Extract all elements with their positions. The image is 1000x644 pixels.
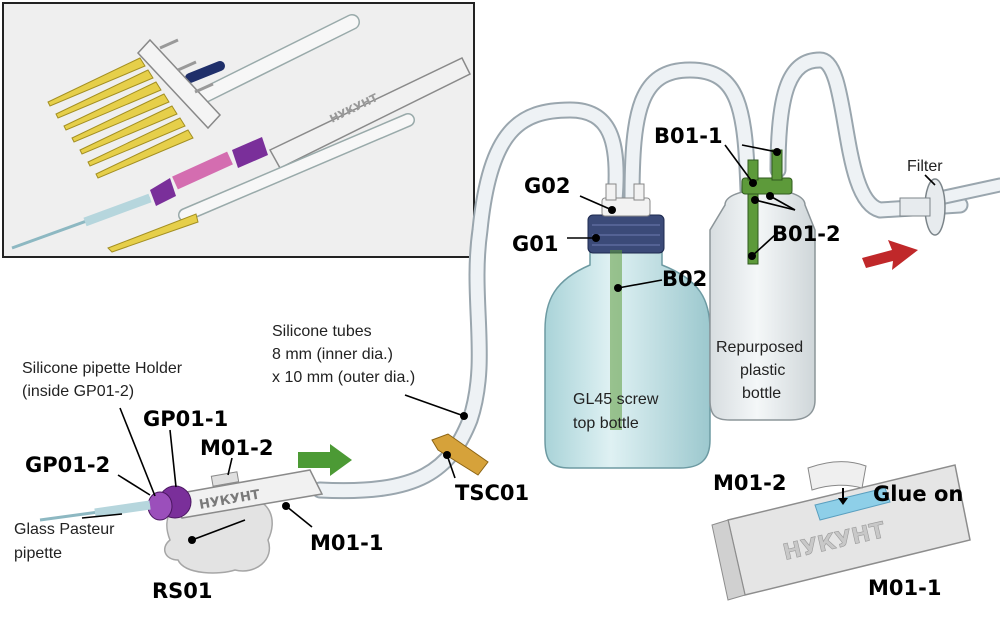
label-silicone-tubes-3: x 10 mm (outer dia.) bbox=[272, 369, 415, 386]
label-glass-2: pipette bbox=[14, 545, 62, 562]
labels: Filter B01-1 B01-2 G02 G01 B02 Silicone … bbox=[14, 124, 963, 603]
inset-glass-pipette bbox=[11, 193, 152, 250]
label-b01-2: B01-2 bbox=[772, 222, 841, 246]
plastic-dip-tube bbox=[747, 193, 759, 265]
label-g01: G01 bbox=[512, 232, 558, 256]
flow-arrow-green bbox=[298, 444, 352, 476]
g02-fitting bbox=[601, 197, 651, 217]
label-tsc01: TSC01 bbox=[455, 481, 529, 505]
label-holder-2: (inside GP01-2) bbox=[22, 383, 134, 400]
label-silicone-tubes-2: 8 mm (inner dia.) bbox=[272, 346, 393, 363]
label-rs01: RS01 bbox=[152, 579, 213, 603]
inset-tube-upper bbox=[185, 14, 360, 103]
inset-tip-rack bbox=[136, 38, 222, 130]
label-holder-1: Silicone pipette Holder bbox=[22, 360, 183, 377]
label-gp01-1: GP01-1 bbox=[143, 407, 228, 431]
inset-tip-lower bbox=[107, 213, 199, 253]
label-gp01-2: GP01-2 bbox=[25, 453, 110, 477]
label-m01-2-right: M01-2 bbox=[713, 471, 786, 495]
filter-disc bbox=[899, 178, 946, 236]
label-b02: B02 bbox=[662, 267, 707, 291]
silicone-tube-path bbox=[311, 51, 1000, 500]
leader-lines bbox=[81, 144, 936, 544]
label-gl45-1: GL45 screw bbox=[573, 391, 659, 408]
tsc01-connector bbox=[431, 433, 489, 476]
label-m01-2-left: M01-2 bbox=[200, 436, 273, 460]
gp01-holder bbox=[147, 485, 192, 521]
label-repurposed-1: Repurposed bbox=[716, 339, 803, 356]
inset-yellow-tips bbox=[47, 57, 194, 179]
flow-arrow-red bbox=[862, 240, 918, 270]
label-glue-on: Glue on bbox=[873, 482, 963, 506]
inset-purple-coupler bbox=[150, 137, 268, 206]
label-m01-1-left: M01-1 bbox=[310, 531, 383, 555]
glue-area bbox=[814, 487, 891, 521]
m01-2-part bbox=[807, 461, 867, 491]
glass-pasteur-pipette bbox=[39, 500, 151, 522]
label-glass-1: Glass Pasteur bbox=[14, 521, 115, 538]
label-m01-1-right: M01-1 bbox=[868, 576, 941, 600]
pipette-handle: НУКУНТ bbox=[168, 469, 324, 519]
inset-tube-lower bbox=[178, 113, 415, 222]
label-b01-1: B01-1 bbox=[654, 124, 723, 148]
label-g02: G02 bbox=[524, 174, 570, 198]
plastic-bottle bbox=[709, 149, 816, 421]
label-repurposed-3: bottle bbox=[742, 385, 781, 402]
label-filter: Filter bbox=[907, 158, 943, 175]
label-gl45-2: top bottle bbox=[573, 415, 639, 432]
gl45-cap bbox=[587, 214, 665, 254]
inset-panel: НУКУНТ bbox=[2, 2, 475, 258]
m01-detail: НУКУНТ bbox=[711, 461, 971, 601]
gl45-dip-tube bbox=[610, 250, 622, 430]
label-silicone-tubes-1: Silicone tubes bbox=[272, 323, 372, 340]
label-repurposed-2: plastic bbox=[740, 362, 785, 379]
